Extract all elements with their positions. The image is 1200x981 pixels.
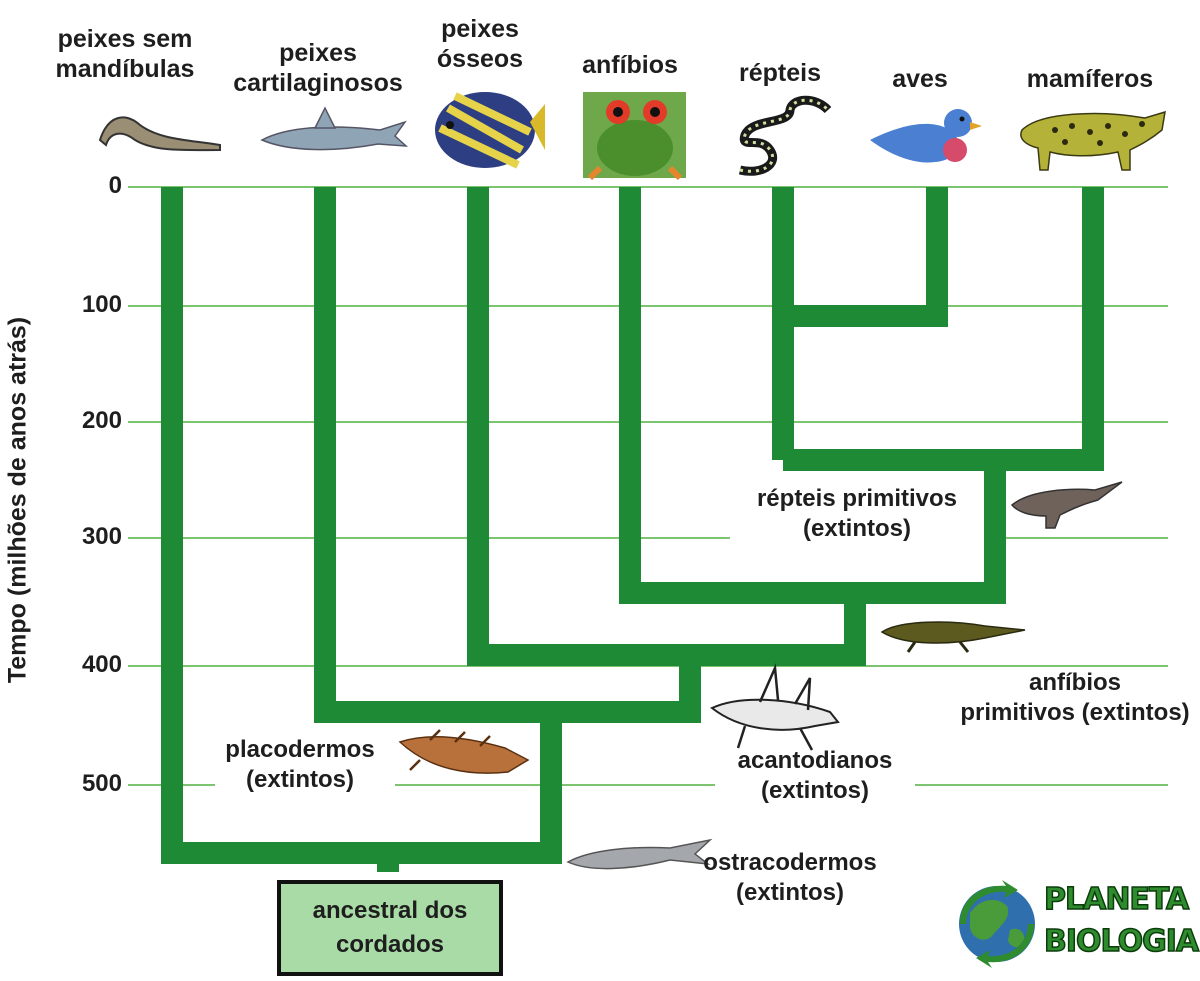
label-bony-fish: peixesósseos — [420, 14, 540, 74]
globe-icon — [952, 878, 1042, 970]
branch-birds — [783, 187, 937, 316]
logo-text-biologia: BIOLOGIA — [1044, 924, 1198, 959]
label-primitive-amphibians: anfíbiosprimitivos (extintos) — [950, 668, 1200, 728]
label-jawless-fish: peixes semmandíbulas — [40, 24, 210, 84]
planeta-biologia-logo: PLANETA BIOLOGIA — [952, 878, 1182, 970]
primitive-reptile-icon — [1012, 482, 1122, 528]
label-birds: aves — [870, 64, 970, 94]
acanthodian-icon — [712, 668, 838, 750]
label-amphibians: anfíbios — [565, 50, 695, 80]
placoderm-icon — [400, 730, 528, 773]
root-label-line-1: ancestral dos — [313, 894, 468, 928]
tick-500: 500 — [52, 770, 122, 798]
logo-text-planeta: PLANETA — [1044, 882, 1188, 917]
branch-gnathostomes — [388, 712, 551, 853]
label-mammals: mamíferos — [1005, 64, 1175, 94]
branch-cartilaginous-fish — [325, 187, 551, 712]
label-reptiles: répteis — [715, 58, 845, 88]
snake-icon — [740, 100, 828, 171]
bird-icon — [870, 109, 982, 163]
primitive-amphibian-icon — [882, 622, 1025, 652]
tick-400: 400 — [52, 651, 122, 679]
jaguar-icon — [1021, 112, 1165, 170]
frog-icon — [583, 92, 686, 178]
tick-100: 100 — [52, 291, 122, 319]
lamprey-icon — [100, 117, 220, 150]
label-cartilaginous-fish: peixescartilaginosos — [212, 38, 424, 98]
angelfish-icon — [435, 92, 545, 168]
label-ostracoderms: ostracodermos(extintos) — [680, 848, 900, 908]
label-acanthodians: acantodianos(extintos) — [700, 746, 930, 806]
root-label-line-2: cordados — [336, 928, 444, 962]
label-primitive-reptiles: répteis primitivos(extintos) — [712, 484, 1002, 544]
shark-icon — [262, 108, 406, 150]
root-ancestor-box: ancestral dos cordados — [277, 880, 503, 976]
label-placoderms: placodermos(extintos) — [200, 735, 400, 795]
tick-200: 200 — [52, 407, 122, 435]
tick-300: 300 — [52, 523, 122, 551]
tick-0: 0 — [52, 172, 122, 200]
